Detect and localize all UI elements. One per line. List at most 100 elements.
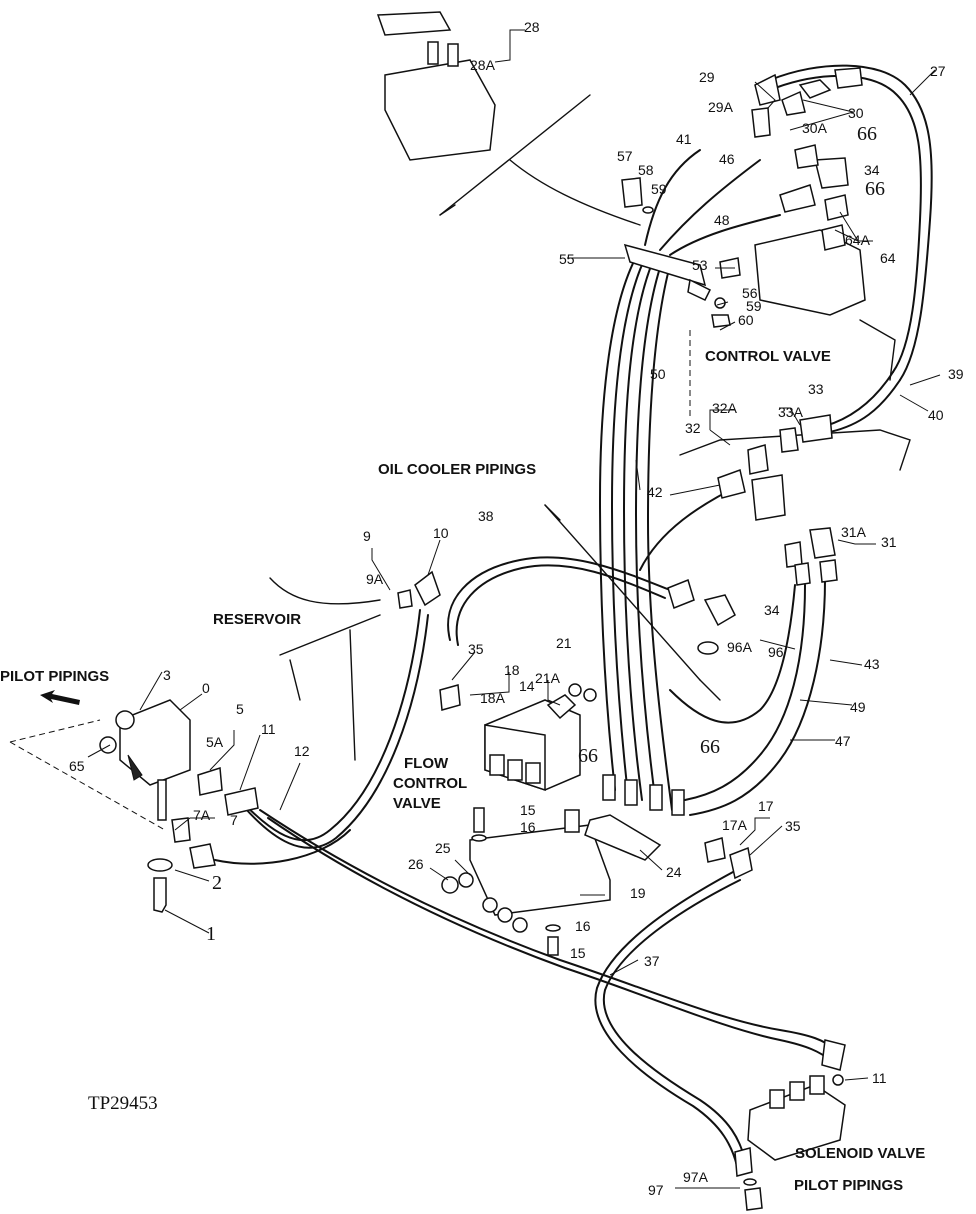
callout: 31A — [841, 524, 867, 540]
pilot-valve-block-0 — [119, 699, 191, 786]
callout: 64A — [845, 232, 871, 248]
leader-lines — [87, 29, 941, 1189]
figure-id: TP29453 — [88, 1093, 158, 1114]
label-pilot-pipings-left: PILOT PIPINGS — [0, 668, 109, 685]
callout: 43 — [864, 656, 880, 672]
callout: 35 — [785, 818, 801, 834]
label-reservoir: RESERVOIR — [213, 611, 301, 628]
callout: 16 — [575, 918, 591, 934]
callout: 96 — [768, 644, 784, 660]
callout: 29A — [708, 99, 734, 115]
callout-numbers: 28 28A 27 29 29A 30 30A 66 41 46 57 58 5… — [69, 19, 964, 1198]
section-labels: PILOT PIPINGS RESERVOIR OIL COOLER PIPIN… — [0, 348, 925, 1194]
callout: 0 — [202, 680, 210, 696]
callout: 64 — [880, 250, 896, 266]
callout: 33A — [778, 404, 804, 420]
label-flow-control-1: FLOW — [404, 755, 449, 772]
callout: 14 — [519, 678, 535, 694]
callout: 17 — [758, 798, 774, 814]
callout: 5A — [206, 734, 224, 750]
callout: 31 — [881, 534, 897, 550]
callout: 38 — [478, 508, 494, 524]
callout: 30 — [848, 105, 864, 121]
callout: 19 — [630, 885, 646, 901]
callout: 7A — [193, 807, 211, 823]
callout: 37 — [644, 953, 660, 969]
callout: 39 — [948, 366, 964, 382]
callout: 66 — [700, 736, 720, 758]
top-hose-fittings — [376, 11, 452, 36]
hose-clamp-55 — [623, 243, 707, 287]
callout: 21 — [556, 635, 572, 651]
callout: 9 — [363, 528, 371, 544]
callout: 97 — [648, 1182, 664, 1198]
callout: 2 — [212, 872, 222, 894]
valve-block-28 — [384, 59, 496, 161]
callout: 28A — [470, 57, 496, 73]
callout: 56 — [742, 285, 758, 301]
washer-2 — [147, 858, 173, 872]
callout: 35 — [468, 641, 484, 657]
callout: 42 — [647, 484, 663, 500]
callout: 66 — [578, 745, 598, 767]
callout: 41 — [676, 131, 692, 147]
callout: 97A — [683, 1169, 709, 1185]
callout: 32A — [712, 400, 738, 416]
control-valve-body — [754, 229, 866, 316]
callout: 57 — [617, 148, 633, 164]
control-valve-lower — [751, 474, 786, 521]
callout: 11 — [261, 721, 276, 737]
callout: 55 — [559, 251, 575, 267]
callout: 32 — [685, 420, 701, 436]
callout: 15 — [570, 945, 586, 961]
callout: 96A — [727, 639, 753, 655]
callout: 7 — [230, 812, 238, 828]
label-pilot-pipings-bottom: PILOT PIPINGS — [794, 1177, 903, 1194]
callout: 34 — [764, 602, 780, 618]
callout: 24 — [666, 864, 682, 880]
callout: 15 — [520, 802, 536, 818]
callout: 59 — [651, 181, 667, 197]
callout: 25 — [435, 840, 451, 856]
callout: 17A — [722, 817, 748, 833]
callout: 50 — [650, 366, 666, 382]
label-solenoid-valve: SOLENOID VALVE — [795, 1145, 925, 1162]
callout: 3 — [163, 667, 171, 683]
callout: 53 — [692, 257, 708, 273]
callout: 30A — [802, 120, 828, 136]
callout: 11 — [872, 1070, 887, 1086]
callout: 40 — [928, 407, 944, 423]
callout: 1 — [206, 923, 216, 945]
callout: 58 — [638, 162, 654, 178]
callout: 46 — [719, 151, 735, 167]
callout: 65 — [69, 758, 85, 774]
callout: 27 — [930, 63, 946, 79]
pilot-arrow-icon — [40, 690, 80, 705]
label-flow-control-3: VALVE — [393, 795, 441, 812]
callout: 66 — [865, 178, 885, 200]
callout: 59 — [746, 298, 762, 314]
callout: 49 — [850, 699, 866, 715]
callout: 47 — [835, 733, 851, 749]
fitting-28a — [427, 41, 439, 65]
callout: 16 — [520, 819, 536, 835]
callout: 34 — [864, 162, 880, 178]
callout: 66 — [857, 123, 877, 145]
callout: 18 — [504, 662, 520, 678]
label-control-valve: CONTROL VALVE — [705, 348, 831, 365]
callout: 60 — [738, 312, 754, 328]
label-oil-cooler-pipings: OIL COOLER PIPINGS — [378, 461, 536, 478]
callout: 26 — [408, 856, 424, 872]
hose-lines — [9, 64, 933, 1167]
callout: 21A — [535, 670, 561, 686]
callout: 28 — [524, 19, 540, 35]
callout: 29 — [699, 69, 715, 85]
bolt-1 — [153, 877, 167, 913]
components — [99, 11, 866, 1211]
label-flow-control-2: CONTROL — [393, 775, 467, 792]
callout: 48 — [714, 212, 730, 228]
callout: 9A — [366, 571, 384, 587]
callout: 5 — [236, 701, 244, 717]
callout: 18A — [480, 690, 506, 706]
